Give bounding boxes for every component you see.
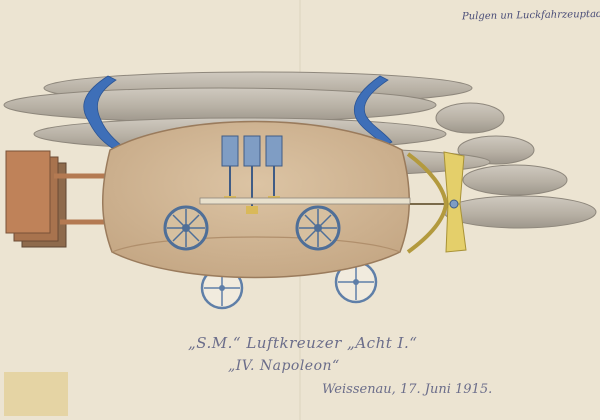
top-note: Pulgen un Luckfahrzeuptadtle — [461, 8, 600, 23]
cargo-crates — [5, 150, 110, 248]
balloon-right-bottom — [443, 195, 597, 229]
caption-title: „S.M.“ Luftkreuzer „Acht I.“ — [188, 334, 418, 352]
hull-wheel-right — [295, 205, 341, 251]
paper-stain — [4, 372, 68, 416]
caption-date: Weissenau, 17. Juni 1915. — [322, 382, 493, 397]
balloon-right-upper — [435, 102, 505, 134]
propeller-mount — [406, 152, 449, 254]
caption-subtitle: „IV. Napoleon“ — [228, 358, 340, 374]
drive-shaft — [199, 197, 411, 205]
propeller — [443, 151, 467, 253]
hull-wheel-left — [163, 205, 209, 251]
blue-band-right — [354, 75, 393, 147]
balloon-right-low — [462, 164, 568, 196]
